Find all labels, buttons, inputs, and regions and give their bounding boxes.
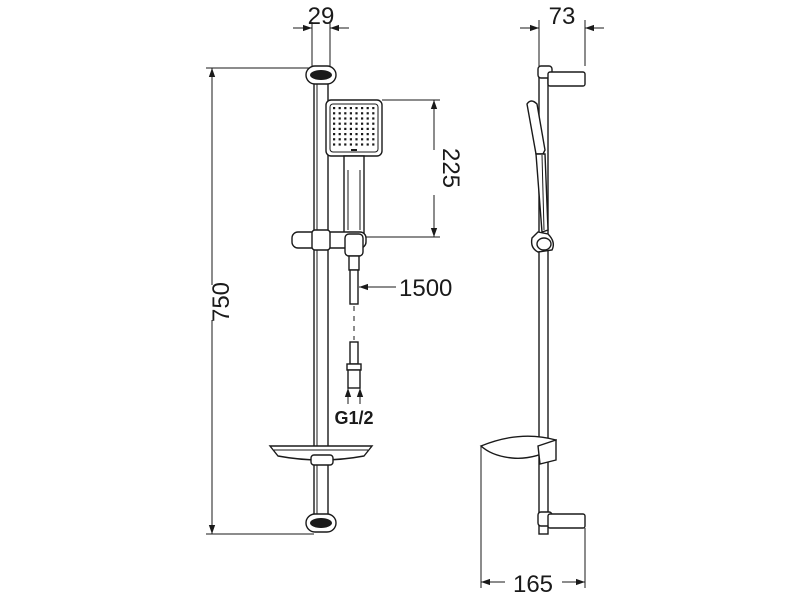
spray-nozzle <box>372 112 375 115</box>
rail-length-dimension: 750 <box>206 67 314 535</box>
spray-nozzle <box>355 122 358 125</box>
spray-nozzle <box>338 122 341 125</box>
spray-nozzle <box>355 127 358 130</box>
spray-nozzle <box>333 138 336 141</box>
spray-nozzle <box>344 138 347 141</box>
spray-nozzle <box>344 107 347 110</box>
spray-nozzle <box>361 127 364 130</box>
spray-nozzle <box>349 112 352 115</box>
spray-nozzle <box>333 117 336 120</box>
spray-nozzle <box>372 122 375 125</box>
spray-nozzle <box>338 138 341 141</box>
spray-nozzle <box>344 122 347 125</box>
spray-nozzle <box>361 117 364 120</box>
spray-nozzle <box>355 143 358 146</box>
spray-nozzle <box>372 107 375 110</box>
spray-nozzle <box>366 133 369 136</box>
side-depth-dimension: 73 <box>520 3 604 66</box>
spray-nozzle <box>349 117 352 120</box>
spray-nozzle <box>361 107 364 110</box>
spray-nozzle <box>372 143 375 146</box>
spray-nozzle <box>361 138 364 141</box>
spray-nozzle <box>338 143 341 146</box>
top-wall-bracket <box>305 65 337 85</box>
spray-nozzle <box>361 143 364 146</box>
side-depth-label: 73 <box>549 3 576 30</box>
spray-nozzle <box>366 143 369 146</box>
top-width-dimension: 29 <box>293 3 349 70</box>
hose-upper-section <box>348 255 360 305</box>
thread-label: G1/2 <box>334 408 373 428</box>
spray-nozzle <box>349 107 352 110</box>
spray-nozzle <box>366 117 369 120</box>
spray-nozzle <box>366 127 369 130</box>
side-soap-dish <box>479 435 557 465</box>
spray-nozzle <box>338 133 341 136</box>
spray-nozzles <box>333 107 375 146</box>
spray-nozzle <box>366 122 369 125</box>
spray-nozzle <box>333 143 336 146</box>
hose-lower-section <box>346 341 362 389</box>
spray-nozzle <box>333 107 336 110</box>
front-view: 29 750 <box>206 3 464 535</box>
spray-nozzle <box>344 133 347 136</box>
spray-nozzle <box>333 133 336 136</box>
side-bottom-bracket <box>537 511 586 529</box>
soap-dish <box>268 445 374 466</box>
spray-nozzle <box>355 107 358 110</box>
spray-nozzle <box>372 138 375 141</box>
side-hand-shower <box>526 100 549 233</box>
side-top-bracket <box>537 65 586 87</box>
spray-nozzle <box>344 117 347 120</box>
spray-nozzle <box>361 133 364 136</box>
spray-nozzle <box>361 122 364 125</box>
spray-nozzle <box>333 127 336 130</box>
hand-shower-handle <box>343 155 365 235</box>
spray-nozzle <box>333 112 336 115</box>
spray-nozzle <box>355 117 358 120</box>
slider-holder <box>291 229 367 257</box>
bottom-wall-bracket <box>305 513 337 533</box>
spray-nozzle <box>333 122 336 125</box>
spray-nozzle <box>372 133 375 136</box>
spray-nozzle <box>372 117 375 120</box>
spray-nozzle <box>366 112 369 115</box>
wall-offset-label: 165 <box>513 571 553 598</box>
top-width-label: 29 <box>308 3 335 30</box>
hose-length-label: 1500 <box>399 275 452 302</box>
spray-nozzle <box>372 127 375 130</box>
spray-nozzle <box>344 143 347 146</box>
spray-nozzle <box>355 112 358 115</box>
spray-nozzle <box>349 127 352 130</box>
thread-dimension: G1/2 <box>334 388 374 428</box>
spray-nozzle <box>338 117 341 120</box>
spray-nozzle <box>355 138 358 141</box>
wall-offset-dimension: 165 <box>480 446 586 598</box>
spray-nozzle <box>349 138 352 141</box>
spray-nozzle <box>366 138 369 141</box>
side-slider-holder <box>530 231 555 253</box>
spray-nozzle <box>361 112 364 115</box>
rail-length-label: 750 <box>208 282 235 322</box>
spray-nozzle <box>338 127 341 130</box>
spray-nozzle <box>349 122 352 125</box>
spray-nozzle <box>355 133 358 136</box>
hand-shower-head <box>325 99 383 157</box>
hose-length-dimension: 1500 <box>359 275 452 302</box>
spray-nozzle <box>338 112 341 115</box>
spray-nozzle <box>344 127 347 130</box>
side-view: 73 <box>479 3 604 598</box>
handshower-height-label: 225 <box>437 148 464 188</box>
spray-nozzle <box>344 112 347 115</box>
handshower-height-dimension: 225 <box>364 99 464 238</box>
spray-nozzle <box>338 107 341 110</box>
spray-nozzle <box>349 133 352 136</box>
spray-nozzle <box>349 143 352 146</box>
spray-nozzle <box>366 107 369 110</box>
